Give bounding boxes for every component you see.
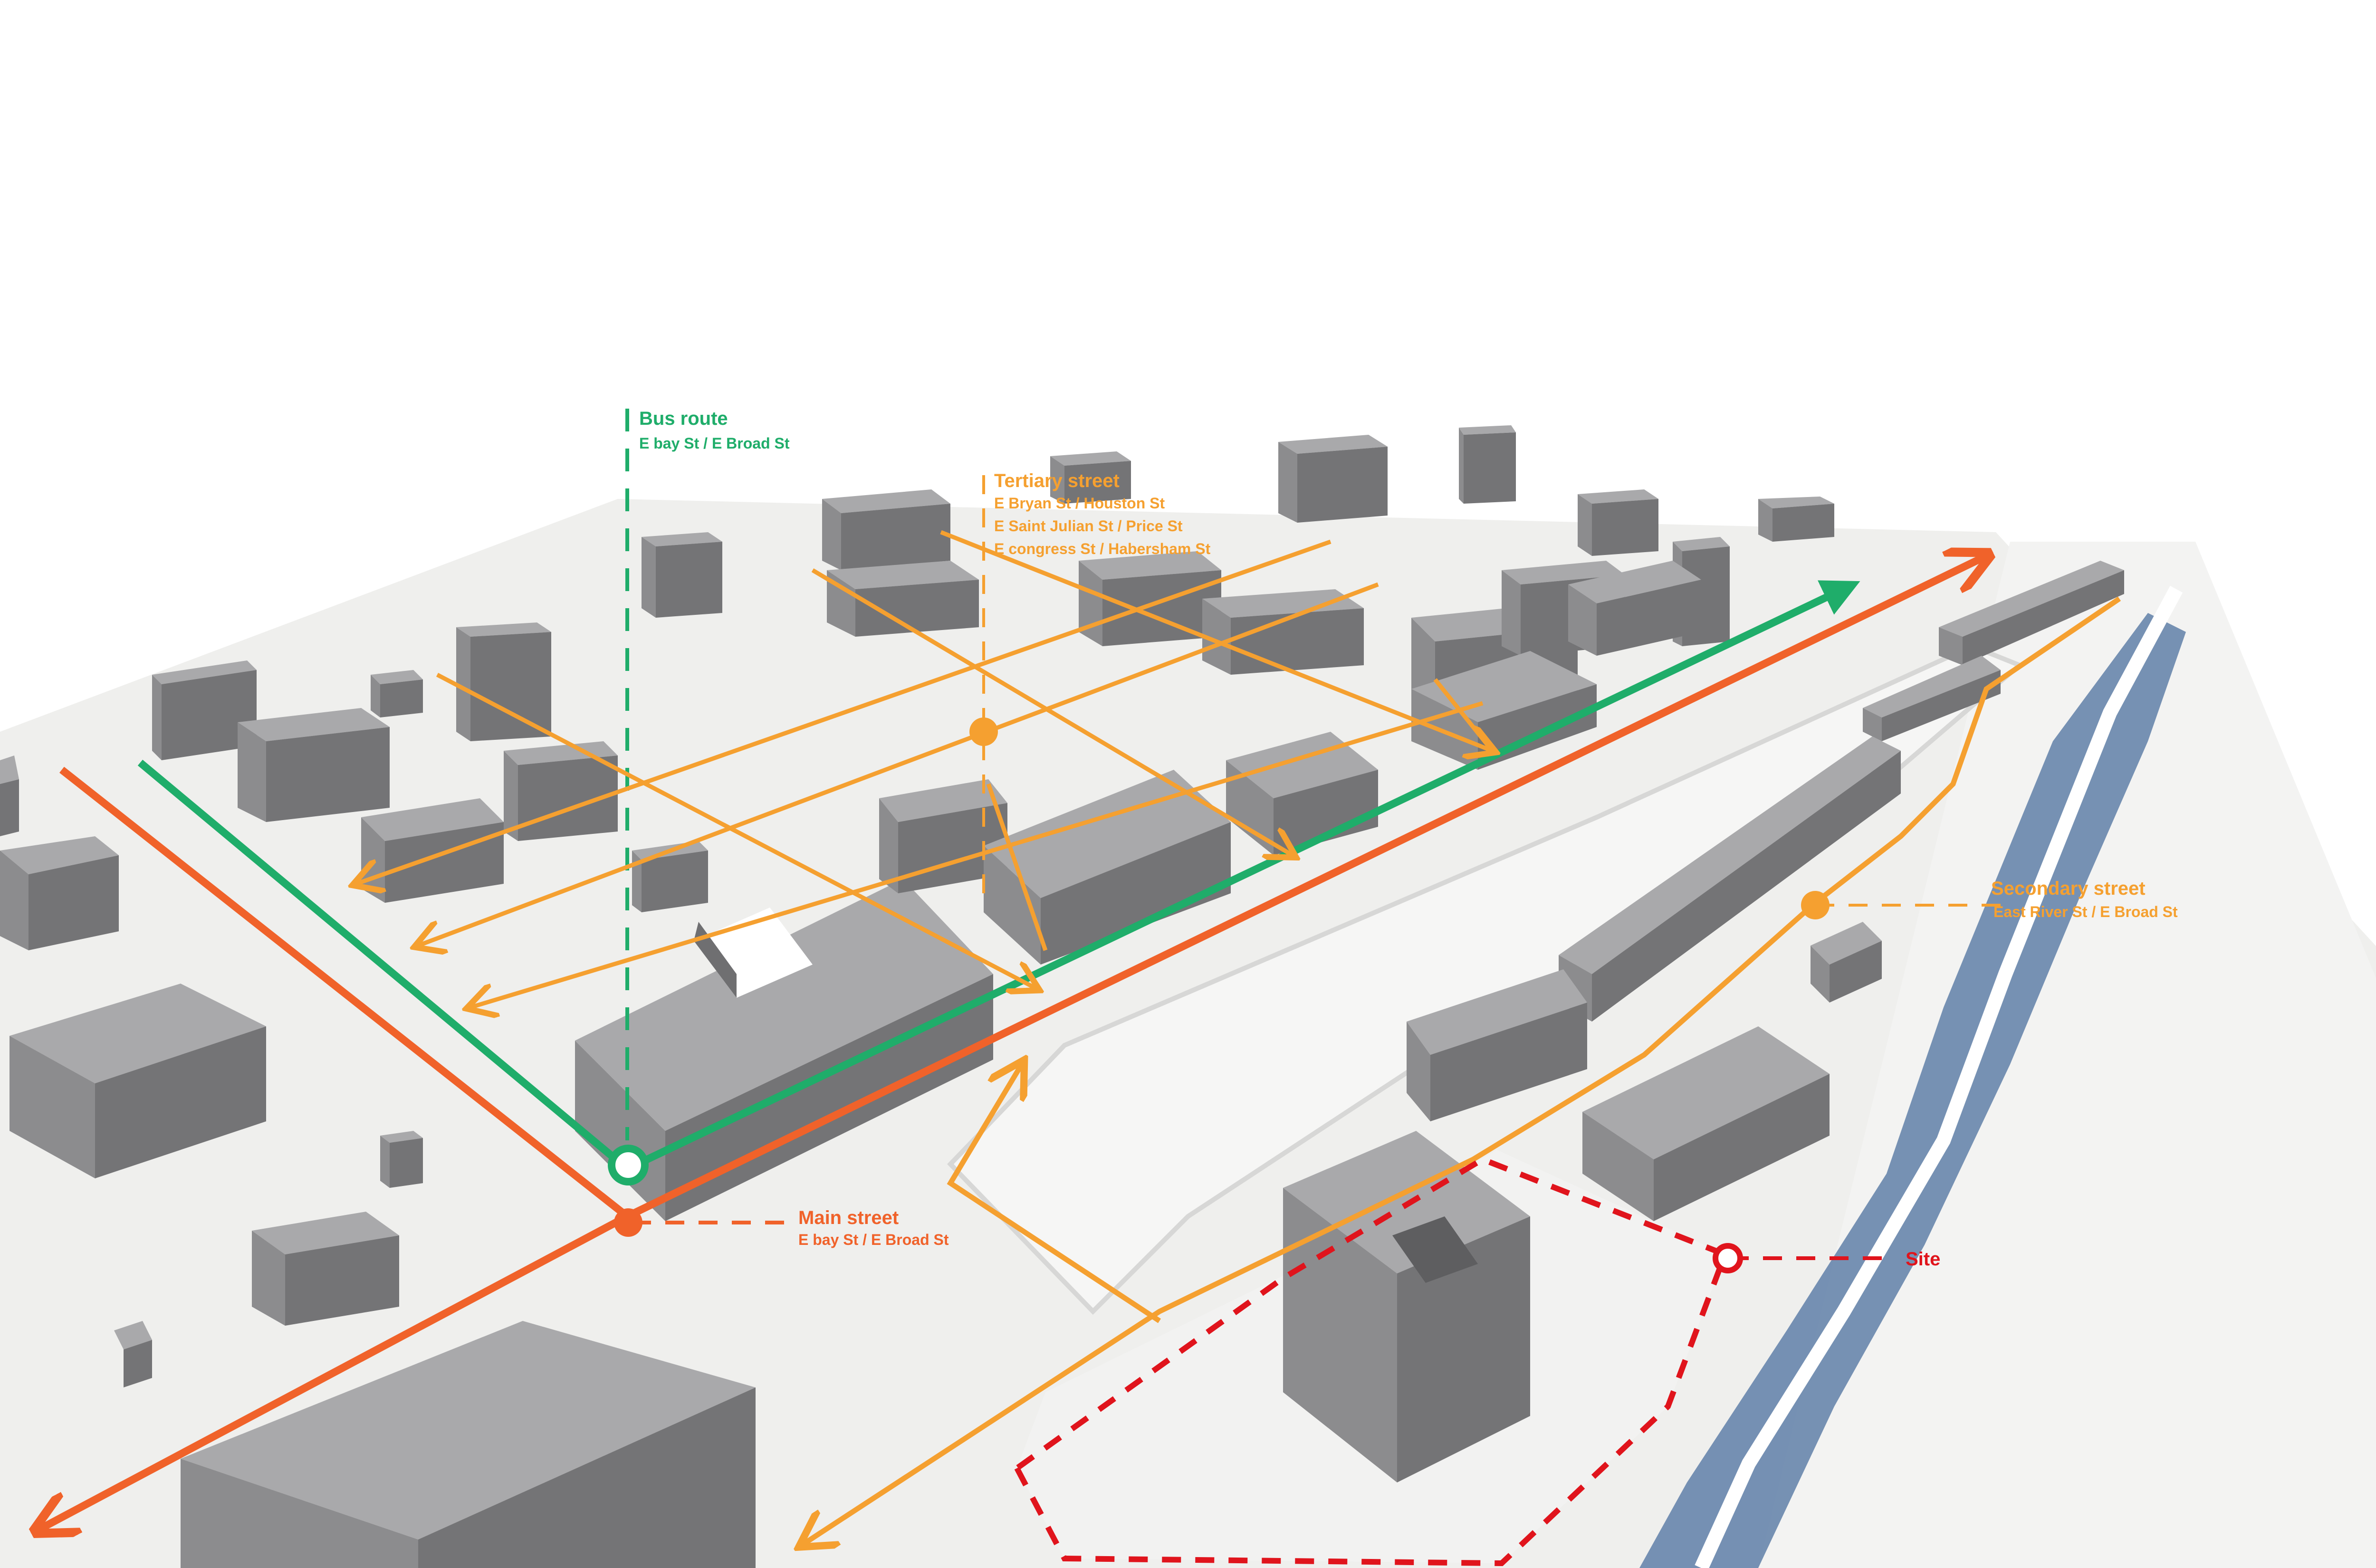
bus-route-label: Bus route E bay St / E Broad St [639,408,790,452]
building [1278,435,1388,523]
building [1568,561,1701,656]
building [1079,551,1221,646]
building [642,532,722,618]
building [1758,497,1834,542]
building [1578,489,1658,556]
site-title: Site [1906,1249,1940,1270]
filled-circle-marker-icon [1801,891,1830,919]
bus-route-title: Bus route [639,408,728,429]
building [827,561,979,637]
building [1202,589,1364,675]
building [1407,969,1587,1121]
building [0,755,19,836]
secondary-street-title: Secondary street [1991,878,2146,899]
secondary-street-subtitle: East River St / E Broad St [1993,903,2178,920]
filled-circle-marker-icon [969,717,998,746]
building [252,1212,399,1326]
ground-plane-right [1758,542,2376,1568]
bus-route-subtitle: E bay St / E Broad St [639,435,790,452]
building [1811,922,1882,1003]
waterfront-promenade [947,643,2024,1315]
building [822,489,950,570]
building [456,622,551,741]
tertiary-street-title: Tertiary street [994,470,1120,491]
open-circle-marker-icon [608,1145,649,1186]
tertiary-street-line: E Bryan St / Houston St [994,495,1165,512]
tertiary-street-line: E congress St / Habersham St [994,540,1211,557]
building [152,660,257,760]
building [0,836,119,950]
main-street-route [38,556,1986,1530]
building [1459,425,1516,504]
site-label: Site [1906,1249,1940,1270]
main-street-subtitle: E bay St / E Broad St [798,1231,949,1248]
building [371,670,423,717]
tertiary-street-routes [356,475,1492,1007]
building [361,798,504,903]
main-street-label: Main street E bay St / E Broad St [798,1207,949,1248]
building [238,708,390,822]
building [1050,451,1131,504]
building [1582,1026,1830,1221]
waterfront-building [1863,656,2001,741]
ring-marker-icon [1713,1243,1743,1273]
tertiary-street-label: Tertiary street E Bryan St / Houston St … [994,470,1211,557]
building [380,1131,423,1188]
building [984,770,1231,965]
main-street-title: Main street [798,1207,899,1228]
filled-circle-marker-icon [614,1208,642,1237]
building [181,1321,756,1568]
building [114,1321,152,1387]
tertiary-street-line: E Saint Julian St / Price St [994,517,1183,535]
waterfront-building [1939,561,2124,665]
riverbank-edge [1695,585,2183,1568]
site-boundary [1014,1156,1896,1567]
secondary-street-label: Secondary street East River St / E Broad… [1991,878,2178,920]
building [10,984,266,1178]
